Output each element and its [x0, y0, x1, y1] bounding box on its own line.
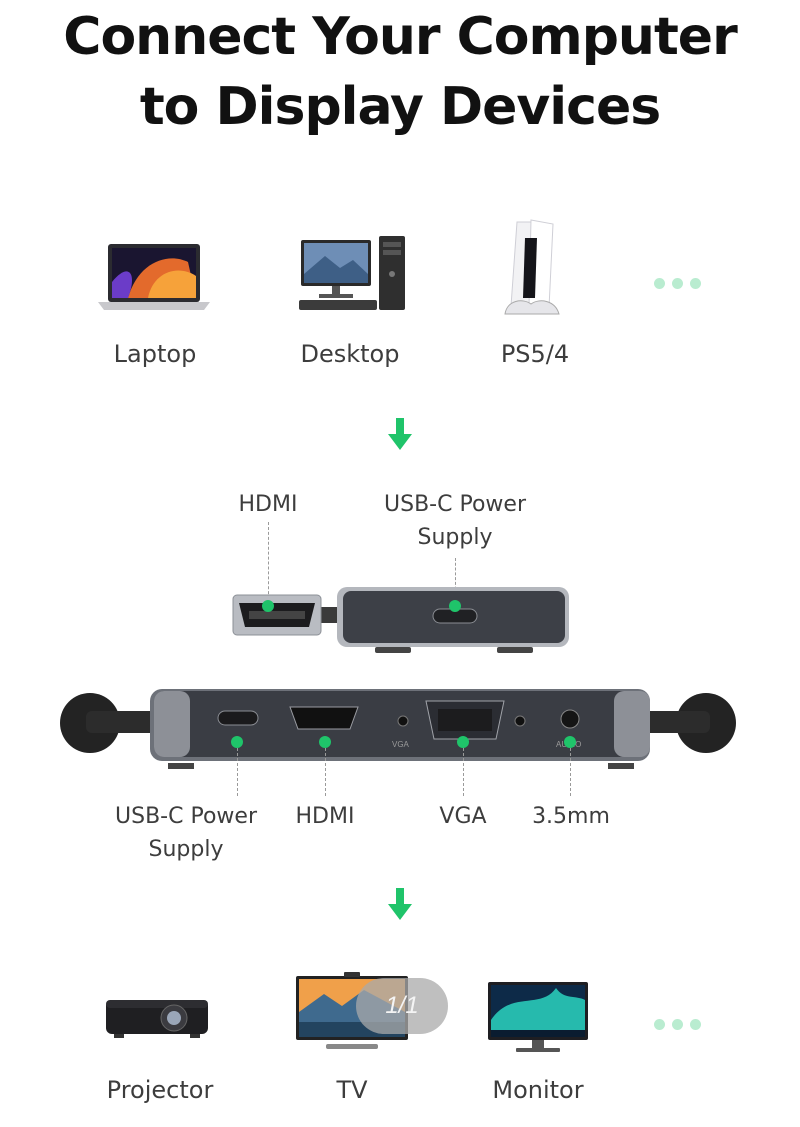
- port-hdmi-label: HDMI: [295, 804, 355, 829]
- more-displays-indicator: [654, 1019, 701, 1030]
- console-icon: [504, 219, 560, 315]
- display-projector-label: Projector: [106, 1076, 214, 1104]
- vga-leader-line: [463, 748, 464, 796]
- more-sources-indicator: [654, 278, 701, 289]
- audio-port-marker: [564, 736, 576, 748]
- gallery-page-indicator[interactable]: 1/1: [356, 978, 448, 1034]
- projector-icon: [106, 1000, 208, 1038]
- monitor-icon: [488, 982, 588, 1052]
- source-ps5-label: PS5/4: [500, 340, 570, 368]
- adapter-hdmi-label: HDMI: [238, 492, 298, 517]
- laptop-icon: [98, 244, 210, 310]
- adapter-ports-device: [60, 689, 736, 769]
- usbc-leader-line: [237, 748, 238, 796]
- hdmi-out-leader-line: [325, 748, 326, 796]
- hdmi-port-marker: [262, 600, 274, 612]
- port-audio-label: 3.5mm: [532, 804, 610, 829]
- power-leader-line: [455, 558, 456, 604]
- vga-port-marker: [457, 736, 469, 748]
- hdmi-leader-line: [268, 522, 269, 604]
- adapter-top-device: [232, 587, 569, 653]
- source-laptop-label: Laptop: [113, 340, 197, 368]
- port-usbc-label-line-2: Supply: [148, 837, 224, 862]
- adapter-power-label-line-1: USB-C Power: [384, 492, 526, 517]
- adapter-power-label: USB-C Power Supply: [355, 488, 555, 554]
- title-line-1: Connect Your Computer: [63, 7, 737, 67]
- port-usbc-label-line-1: USB-C Power: [115, 804, 257, 829]
- vga-port-mark: VGA: [392, 740, 409, 749]
- adapter-power-label-line-2: Supply: [417, 525, 493, 550]
- page-title: Connect Your Computer to Display Devices: [0, 2, 800, 142]
- arrow-down-icon: [388, 418, 412, 450]
- power-port-marker: [449, 600, 461, 612]
- audio-leader-line: [570, 748, 571, 796]
- title-line-2: to Display Devices: [139, 77, 661, 137]
- hdmi-out-port-marker: [319, 736, 331, 748]
- usbc-port-marker: [231, 736, 243, 748]
- display-monitor-label: Monitor: [492, 1076, 584, 1104]
- port-usbc-label: USB-C Power Supply: [96, 800, 276, 866]
- port-vga-label: VGA: [439, 804, 487, 829]
- display-tv-label: TV: [336, 1076, 368, 1104]
- desktop-icon: [299, 236, 405, 310]
- arrow-down-icon: [388, 888, 412, 920]
- source-desktop-label: Desktop: [300, 340, 400, 368]
